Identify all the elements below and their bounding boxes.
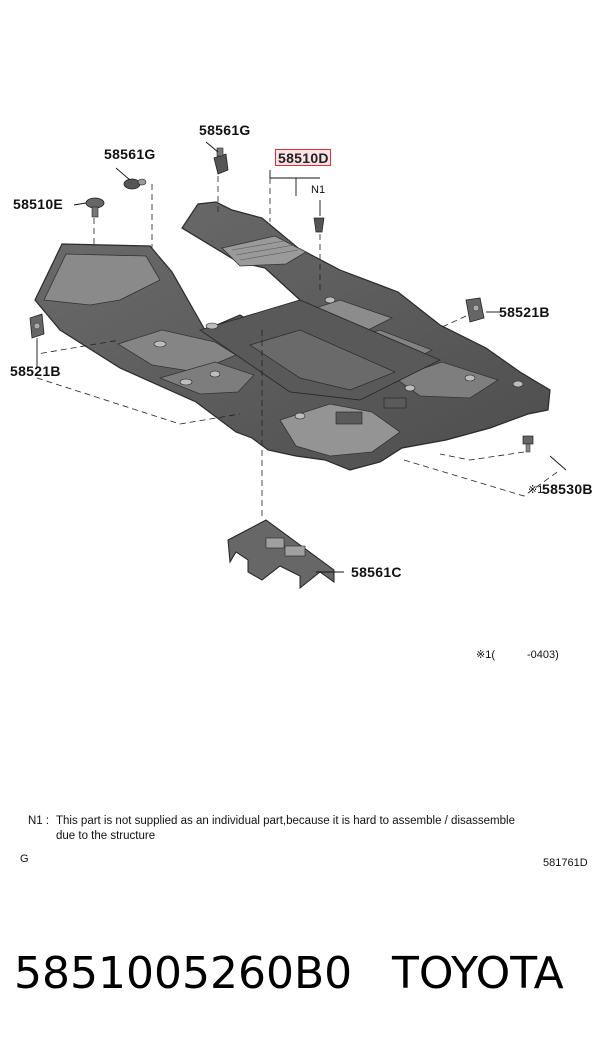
label-58561C: 58561C: [351, 564, 402, 580]
guide-lines: [36, 176, 561, 520]
label-58521B-right: 58521B: [499, 304, 550, 320]
label-58510E: 58510E: [13, 196, 64, 212]
clip-58561G-top: [213, 147, 229, 175]
label-58561G-left: 58561G: [104, 146, 156, 162]
clip-N1: [313, 217, 325, 233]
floor-carpet-58510D: [34, 201, 551, 471]
footnote-mark: ※1(: [476, 649, 495, 661]
clip-58530B: [522, 435, 534, 453]
label-58561G-top: 58561G: [199, 122, 251, 138]
leader-lines: [36, 141, 567, 573]
rear-cover-58561C: [227, 519, 335, 590]
label-58521B-left: 58521B: [10, 363, 61, 379]
brand-name: TOYOTA: [392, 948, 564, 999]
note-prefix: N1 :: [28, 815, 50, 827]
note-line-1: This part is not supplied as an individu…: [56, 815, 515, 827]
label-58530B-mark: ※1: [528, 484, 544, 496]
label-58510D-highlighted: 58510D: [275, 149, 331, 166]
label-58530B: 58530B: [542, 481, 593, 497]
label-N1: N1: [311, 184, 326, 196]
corner-code-right: 581761D: [543, 857, 588, 869]
corner-code-left: G: [20, 853, 29, 865]
clip-58521B-right: [465, 297, 485, 323]
footnote-range: -0403): [527, 649, 559, 661]
clip-58561G-left: [123, 178, 147, 190]
part-number: 5851005260B0: [14, 948, 353, 999]
note-line-2: due to the structure: [56, 830, 156, 842]
clip-58510E: [85, 197, 105, 218]
clip-58521B-left: [29, 313, 45, 339]
